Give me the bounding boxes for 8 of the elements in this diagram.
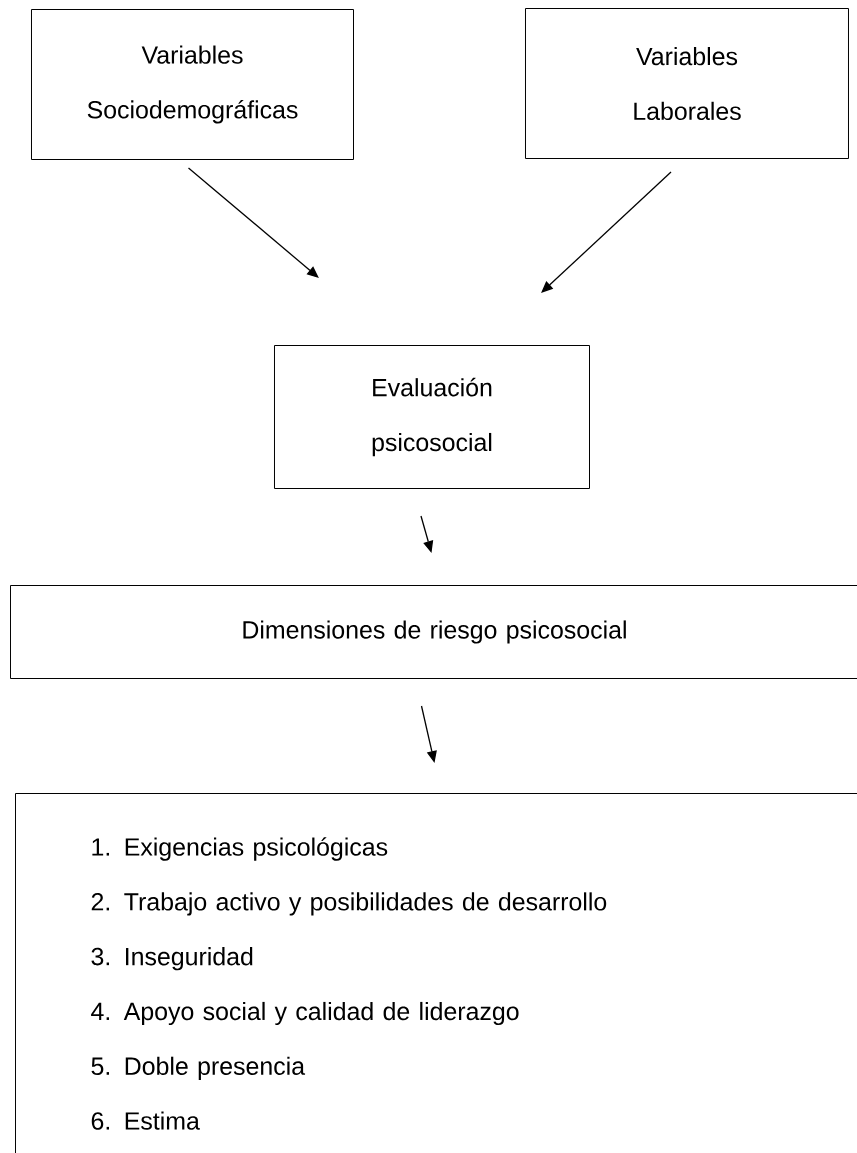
process-box: Evaluación psicosocial — [274, 345, 590, 489]
arrow — [187, 167, 319, 278]
arrow — [420, 515, 434, 553]
process-box: Variables Laborales — [525, 8, 849, 159]
list-box: 1. Exigencias psicológicas 2. Trabajo activo y posibilidades de desarrollo 3. Inseguridad 4. Apoyo social y calidad de liderazgo 5. Doble presencia 6. Estima — [15, 793, 857, 1153]
arrow — [541, 171, 672, 293]
process-box: Variables Sociodemográficas — [31, 9, 354, 160]
process-box: Dimensiones de riesgo psicosocial — [10, 585, 857, 679]
